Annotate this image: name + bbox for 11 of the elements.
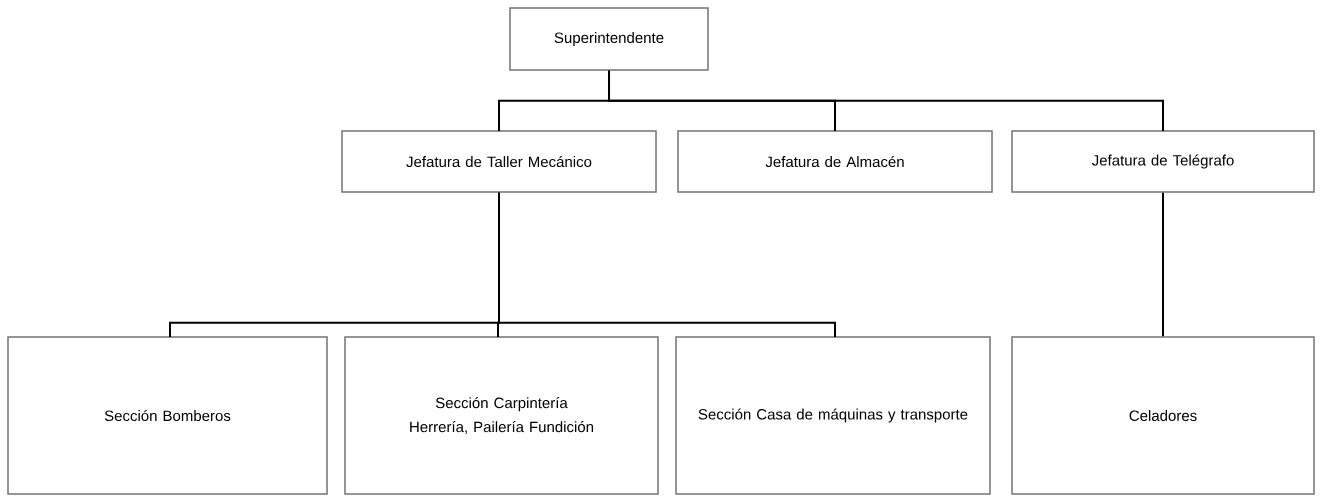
org-box: Sección Bomberos bbox=[7, 336, 328, 495]
org-box: Superintendente bbox=[509, 7, 709, 71]
org-box: Jefatura de Telégrafo bbox=[1011, 130, 1315, 193]
org-box: Sección Carpintería Herrería, Pailería Fundición bbox=[344, 336, 659, 495]
org-box: Jefatura de Almacén bbox=[677, 130, 993, 193]
org-box: Sección Casa de máquinas y transporte bbox=[675, 336, 991, 495]
org-box: Celadores bbox=[1011, 336, 1315, 495]
connector-line bbox=[608, 69, 1164, 132]
connector-line bbox=[1162, 191, 1164, 338]
org-box: Jefatura de Taller Mecánico bbox=[341, 130, 657, 193]
connector-line bbox=[498, 191, 836, 338]
